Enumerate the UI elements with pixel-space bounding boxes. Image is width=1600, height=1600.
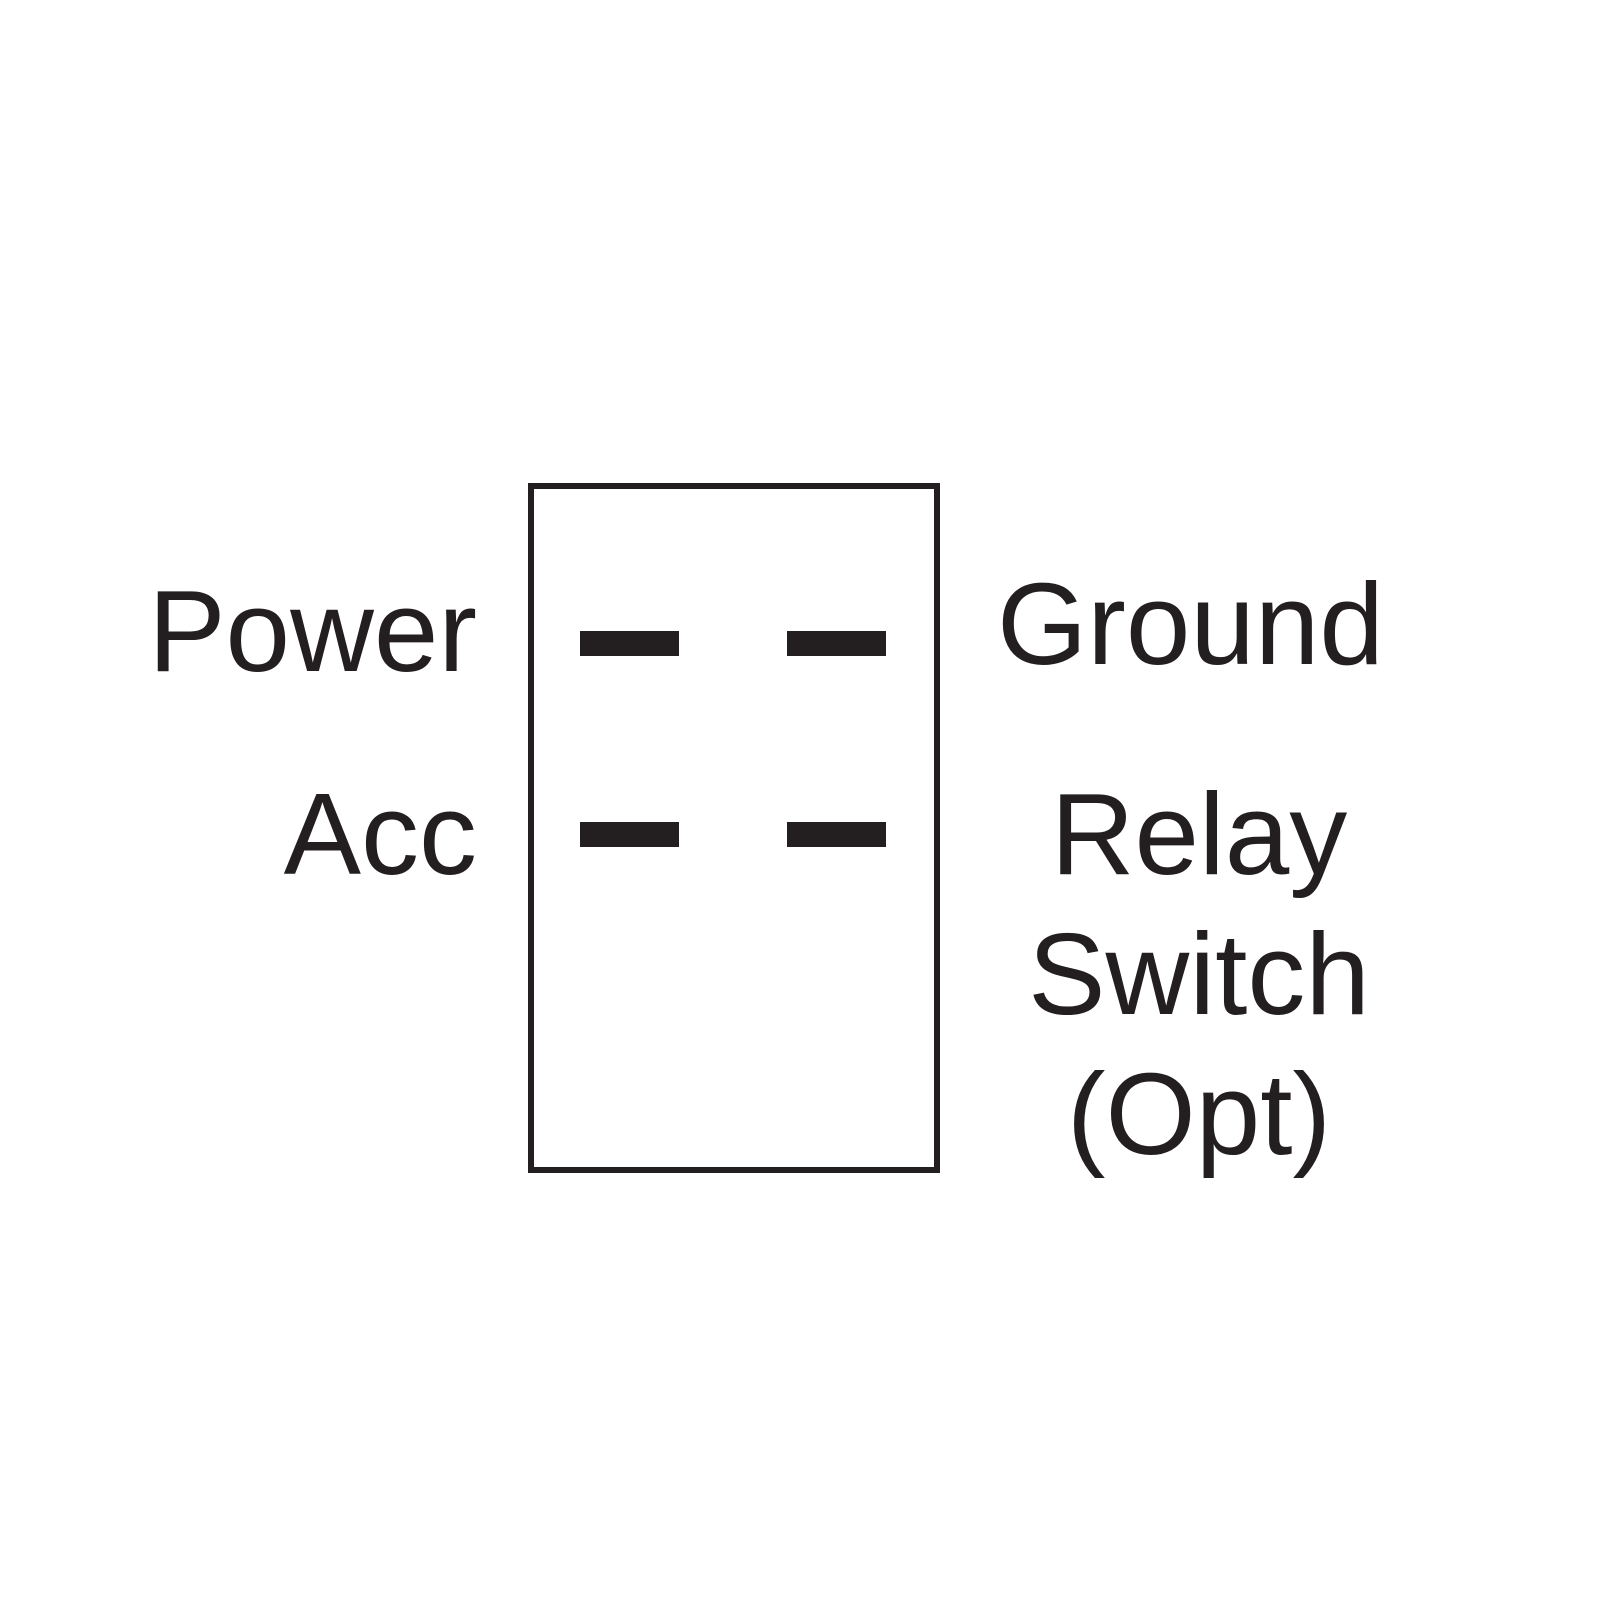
power-label: Power bbox=[148, 566, 477, 696]
relay-label-line: Relay bbox=[1050, 769, 1348, 899]
relay-switch-opt-label: Relay Switch (Opt) bbox=[999, 764, 1399, 1184]
opt-label-line: (Opt) bbox=[1066, 1049, 1332, 1179]
acc-terminal bbox=[580, 822, 679, 847]
power-terminal bbox=[580, 631, 679, 656]
relay-switch-terminal bbox=[787, 822, 886, 847]
ground-terminal bbox=[787, 631, 886, 656]
ground-label: Ground bbox=[997, 559, 1384, 689]
acc-label: Acc bbox=[283, 769, 477, 899]
switch-label-line: Switch bbox=[1028, 909, 1370, 1039]
